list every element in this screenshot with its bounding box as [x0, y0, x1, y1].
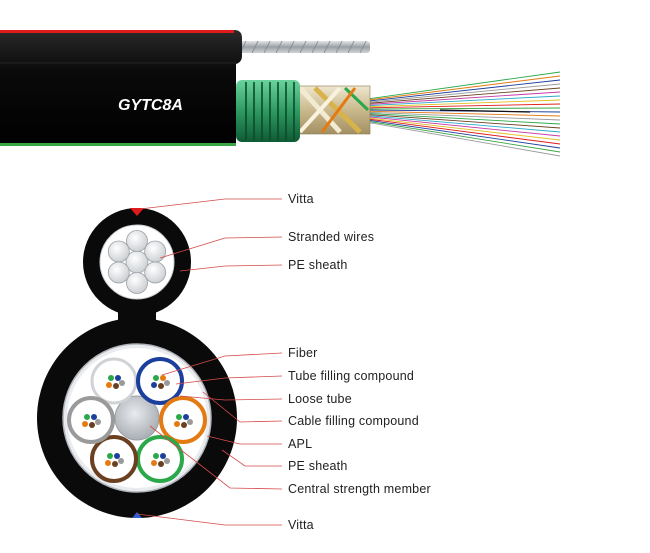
model-label: GYTC8A: [118, 97, 183, 114]
cable-cross-section: [37, 208, 237, 518]
label-central-strength-member: Central strength member: [288, 482, 431, 496]
loose-tube-white: [90, 357, 138, 405]
cable-side-view: GYTC8A: [0, 30, 561, 157]
label-vitta-top: Vitta: [288, 192, 314, 206]
label-loose-tube: Loose tube: [288, 392, 352, 406]
labels: Vitta Stranded wires PE sheath Fiber Tub…: [288, 192, 431, 532]
loose-tube-green: [136, 435, 184, 483]
label-tube-filling-compound: Tube filling compound: [288, 369, 414, 383]
central-strength-member: [114, 395, 160, 441]
exposed-fibers: [359, 71, 561, 157]
cable-core-exposed: [297, 85, 371, 135]
vitta-red-stripe: [0, 30, 234, 33]
label-pe-sheath-messenger: PE sheath: [288, 258, 347, 272]
loose-tube-brown: [90, 435, 138, 483]
vitta-bottom-marker: [132, 512, 142, 518]
armor-layer: [236, 80, 300, 142]
label-stranded-wires: Stranded wires: [288, 230, 374, 244]
label-apl: APL: [288, 437, 312, 451]
outer-jacket: GYTC8A: [0, 30, 242, 146]
green-stripe: [0, 143, 236, 146]
loose-tube-blue: [136, 357, 184, 405]
loose-tube-gray: [67, 396, 115, 444]
messenger-wire-exposed: [236, 40, 370, 54]
stranded-wires: [107, 230, 167, 294]
vitta-top-marker: [130, 208, 144, 216]
label-cable-filling-compound: Cable filling compound: [288, 414, 419, 428]
leader-lines: [136, 198, 283, 526]
loose-tube-orange: [159, 396, 207, 444]
label-pe-sheath-cable: PE sheath: [288, 459, 347, 473]
label-fiber: Fiber: [288, 346, 317, 360]
label-vitta-bottom: Vitta: [288, 518, 314, 532]
